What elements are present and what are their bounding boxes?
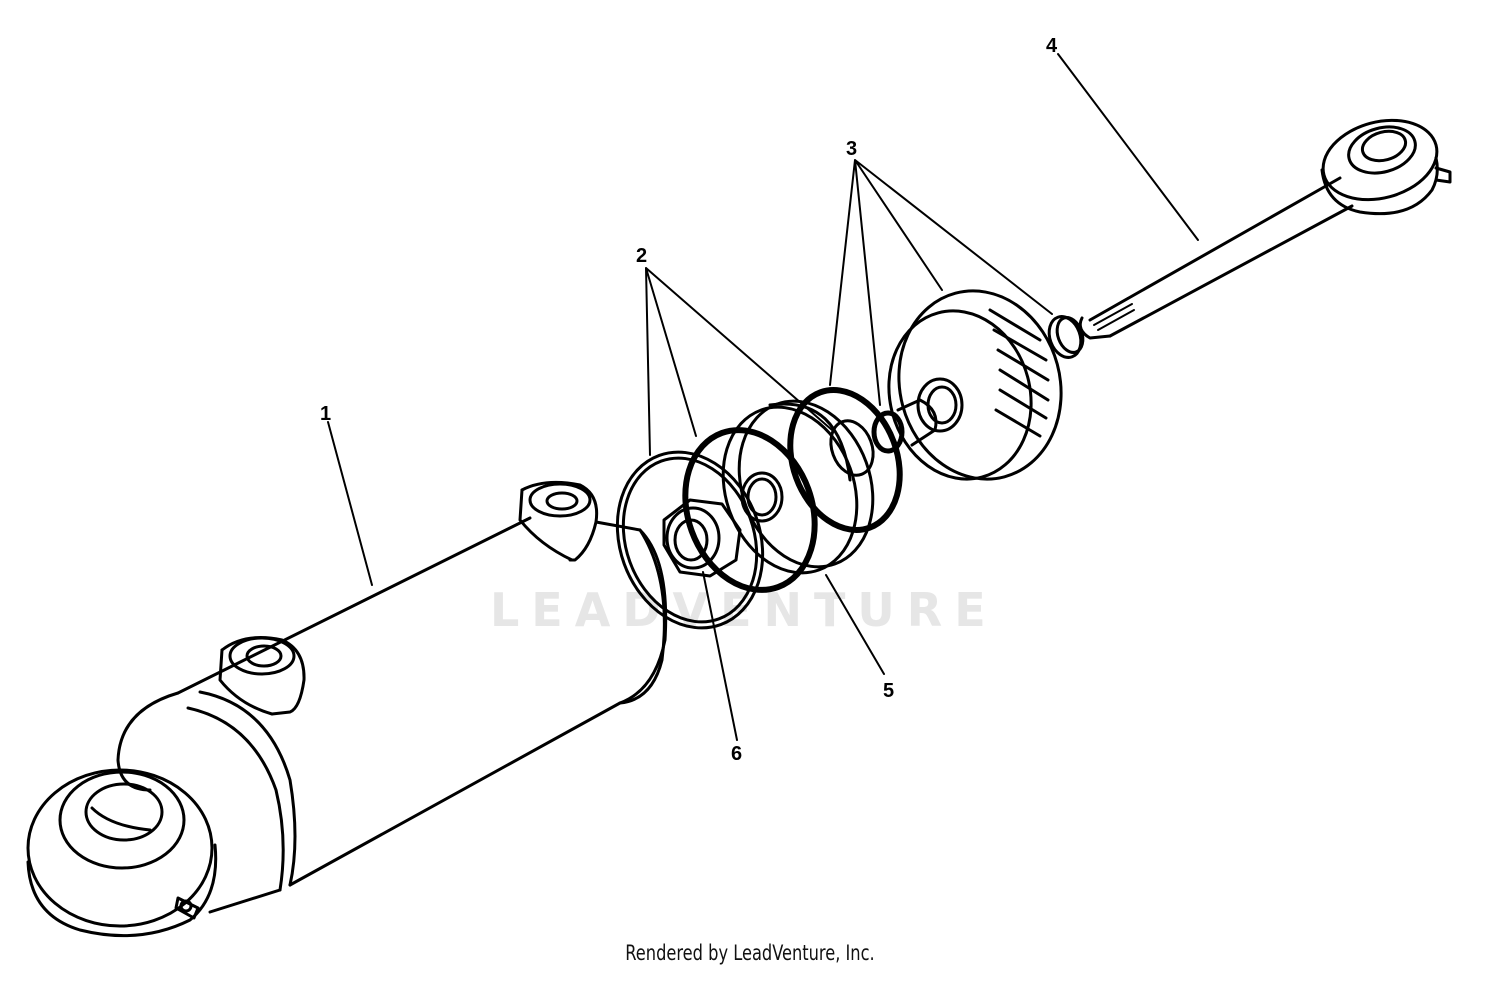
piston-rod (1078, 118, 1452, 340)
piston (721, 399, 875, 575)
leader-lines (327, 53, 1199, 741)
o-ring-large (787, 387, 903, 533)
footer-credit: Rendered by LeadVenture, Inc. (625, 941, 875, 965)
callout-6: 6 (731, 743, 742, 765)
callout-5: 5 (883, 680, 894, 702)
gland (887, 289, 1063, 481)
cylinder-barrel (26, 480, 668, 938)
callout-1: 1 (320, 403, 331, 425)
callout-2: 2 (636, 245, 647, 267)
o-ring-small (871, 410, 905, 454)
watermark: LEADVENTURE (490, 583, 998, 637)
seal-ring-black (682, 427, 818, 593)
callout-4: 4 (1046, 35, 1058, 57)
callout-3: 3 (846, 138, 857, 160)
